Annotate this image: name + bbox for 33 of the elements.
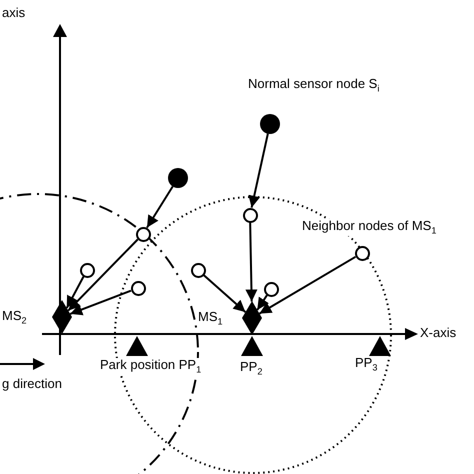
sensor-node-dot	[260, 114, 280, 134]
park-position-triangle	[126, 336, 148, 356]
arrow	[256, 294, 269, 310]
arrow	[68, 238, 138, 312]
neighbor-node-circle	[130, 280, 146, 296]
mobile-sink-diamond	[242, 301, 262, 335]
text-label: g direction	[2, 377, 62, 392]
arrow	[258, 256, 356, 314]
park-position-triangle	[241, 336, 263, 356]
arrow	[202, 274, 246, 313]
neighbor-node-circle	[136, 226, 150, 242]
text-label: Neighbor nodes of MS$_{1}$	[302, 219, 436, 236]
neighbor-node-circle	[80, 262, 94, 278]
node-label: PP$_{2}$	[240, 360, 262, 377]
text-label: Normal sensor node S$_{i}$	[248, 77, 380, 94]
neighbor-node-circle	[264, 282, 278, 296]
neighbor-node-circle	[242, 208, 258, 222]
node-label: MS$_{2}$	[2, 309, 27, 326]
neighbor-node-circle	[190, 262, 206, 278]
node-label: PP$_{3}$	[355, 356, 378, 373]
text-label: X-axis	[420, 326, 456, 340]
arrow	[248, 134, 269, 208]
text-label: axis	[2, 6, 26, 20]
park-position-triangle	[369, 336, 391, 356]
mobile-sink-diamond	[52, 300, 72, 334]
node-label: Park position PP$_{1}$	[100, 358, 202, 375]
neighbor-node-circle	[354, 246, 370, 260]
sensor-node-dot	[168, 168, 188, 188]
node-label: MS$_{1}$	[198, 310, 223, 327]
arrow	[146, 186, 174, 228]
arrow	[66, 276, 84, 309]
arrow	[70, 290, 132, 316]
arrow	[245, 222, 258, 302]
